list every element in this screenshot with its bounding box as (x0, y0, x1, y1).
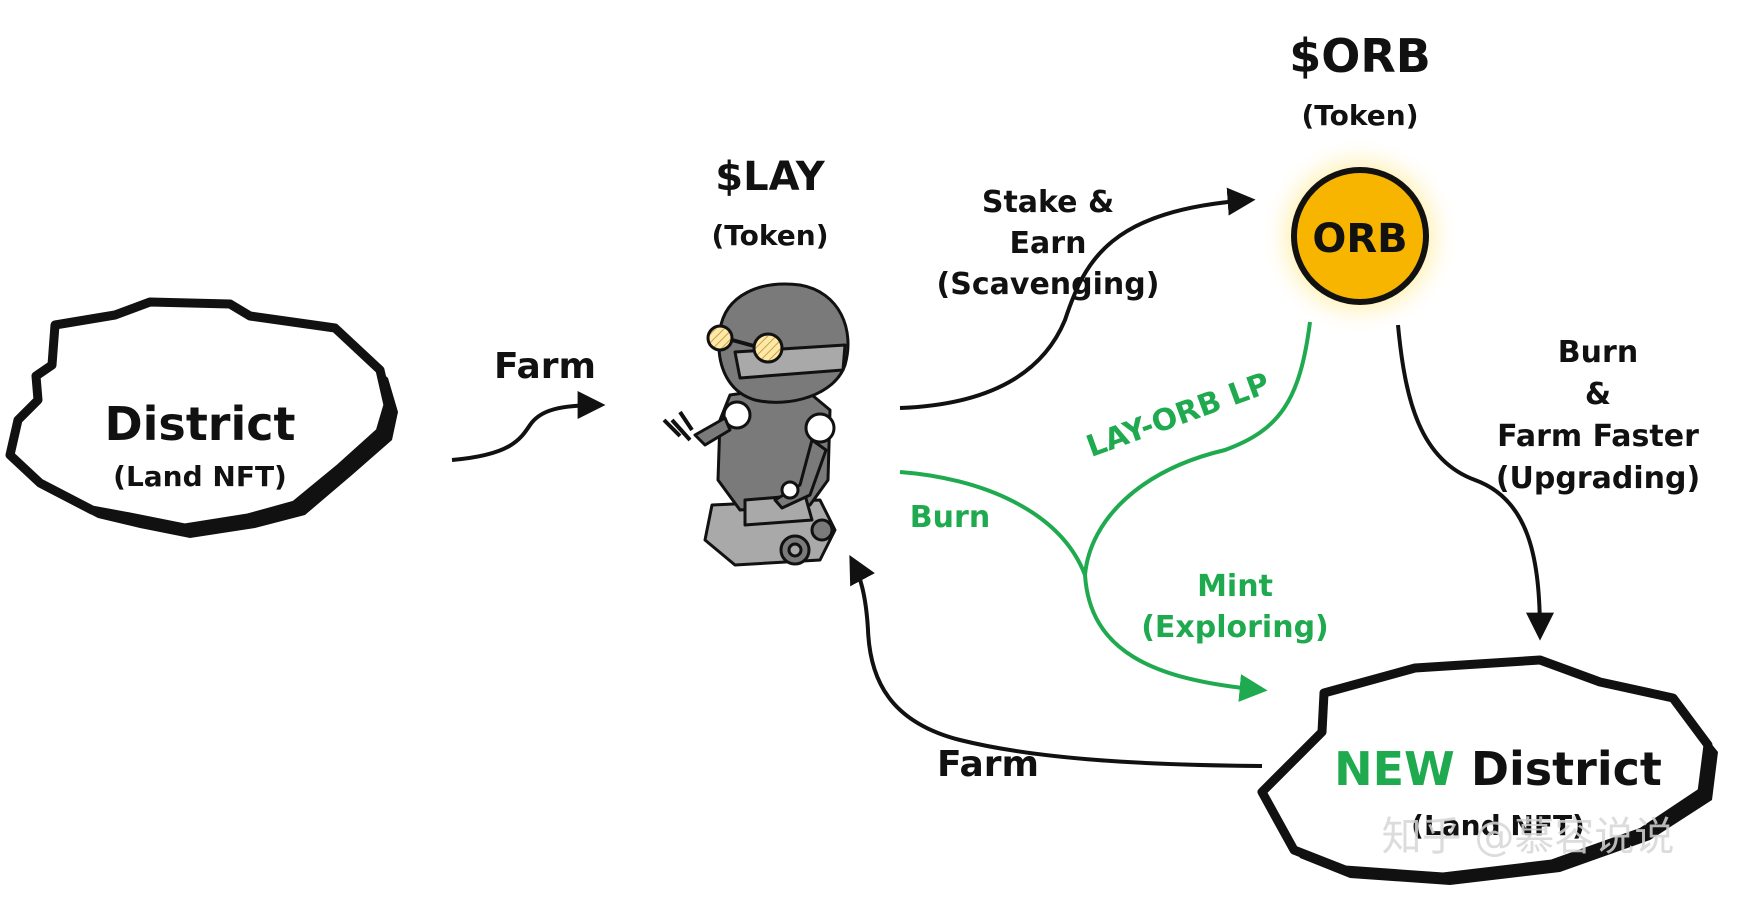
orb-coin-icon: ORB (1260, 136, 1460, 336)
district-title: District (104, 397, 295, 451)
district-subtitle: (Land NFT) (113, 460, 287, 493)
farm-top-label: Farm (494, 346, 596, 387)
watermark-text: 知乎 @慕容说说 (1382, 814, 1675, 860)
lp-label: LAY-ORB LP (1082, 366, 1275, 465)
upgrade-label-line3: Farm Faster (1497, 419, 1699, 454)
farm-top-arrow (451, 391, 606, 462)
burn-label: Burn (910, 500, 990, 535)
stake-arrow (899, 187, 1256, 410)
new-district-title-space (1455, 742, 1471, 796)
new-district-title-word: District (1471, 742, 1662, 796)
robot-icon (662, 282, 850, 567)
stake-label-line2: Earn (1010, 226, 1087, 261)
stake-label-line1: Stake & (982, 185, 1114, 220)
farm-bottom-label: Farm (937, 744, 1039, 785)
mint-label-line2: (Exploring) (1141, 610, 1329, 645)
stake-label-line3: (Scavenging) (937, 267, 1160, 302)
mint-arrow (1083, 574, 1268, 702)
new-district-highlight: NEW (1334, 742, 1455, 796)
orb-coin-label: ORB (1312, 216, 1407, 262)
district-blob (5, 297, 393, 533)
farm-bottom-arrow (849, 555, 1263, 768)
district-node: District (Land NFT) (5, 297, 398, 538)
upgrade-label-line2: & (1585, 377, 1611, 412)
new-district-subtitle: (Land NFT) (1411, 809, 1585, 842)
upgrade-label-line1: Burn (1558, 335, 1638, 370)
upgrade-arrow (1396, 324, 1554, 641)
lp-line (1083, 321, 1312, 576)
new-district-node: NEW District (Land NFT) (1257, 655, 1718, 885)
lay-title: $LAY (715, 154, 825, 200)
upgrade-label-line4: (Upgrading) (1496, 461, 1700, 496)
orb-title: $ORB (1289, 29, 1431, 83)
orb-subtitle: (Token) (1301, 99, 1418, 132)
mint-label-line1: Mint (1197, 569, 1273, 604)
lay-subtitle: (Token) (711, 219, 828, 252)
burn-line (899, 470, 1087, 576)
new-district-blob (1257, 655, 1713, 882)
new-district-title: NEW District (1334, 742, 1662, 796)
